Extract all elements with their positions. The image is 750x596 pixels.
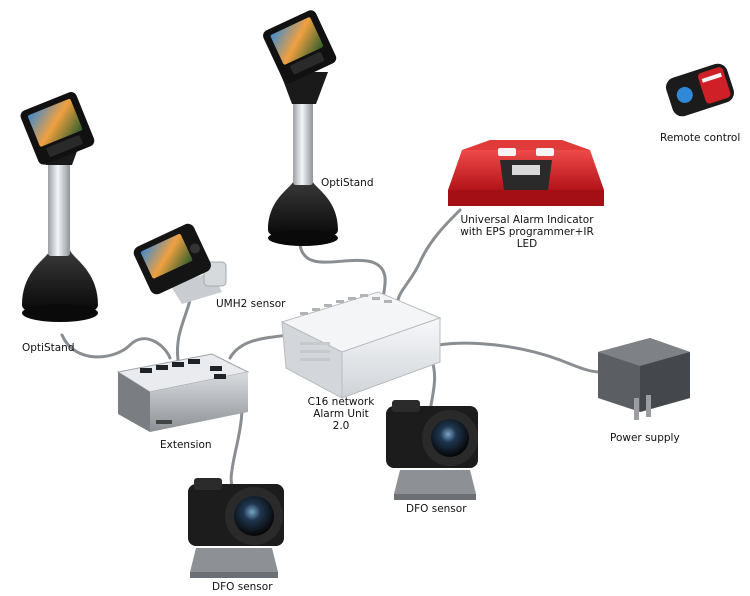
c16-alarm-unit xyxy=(280,291,442,399)
label-remote-control: Remote control xyxy=(660,132,741,144)
label-alarm-indicator-line3: LED xyxy=(516,238,538,250)
cable-extension-to-c16 xyxy=(228,333,292,360)
label-c16-line3: 2.0 xyxy=(332,420,350,432)
cable-optistand-top-to-c16 xyxy=(298,243,387,300)
cable-alarm-indicator-to-c16 xyxy=(396,208,462,302)
cable-optistand-left-to-extension xyxy=(60,333,172,360)
label-optistand-top: OptiStand xyxy=(321,177,374,189)
umh2-sensor-device xyxy=(133,223,227,304)
dfo-sensor-camera-bottom xyxy=(188,478,284,578)
extension-unit xyxy=(116,353,250,432)
label-alarm-indicator-line2: with EPS programmer+IR xyxy=(460,226,594,238)
optistand-left xyxy=(20,92,98,322)
label-alarm-indicator-line1: Universal Alarm Indicator xyxy=(460,214,594,226)
label-dfo-sensor-right: DFO sensor xyxy=(406,503,467,515)
label-power-supply: Power supply xyxy=(610,432,680,444)
power-supply-device xyxy=(598,338,690,420)
cable-umh2-to-extension xyxy=(175,298,192,362)
label-universal-alarm-indicator: Universal Alarm Indicator with EPS progr… xyxy=(444,214,610,250)
label-c16-line2: Alarm Unit xyxy=(313,408,369,420)
optistand-top xyxy=(263,10,338,246)
cables xyxy=(60,208,602,494)
cable-c16-to-dfo-right xyxy=(428,358,437,414)
remote-control-device xyxy=(665,63,735,117)
dfo-sensor-camera-right xyxy=(386,400,478,500)
cable-c16-to-power-supply xyxy=(436,341,602,374)
label-dfo-sensor-bottom: DFO sensor xyxy=(212,581,273,593)
label-extension: Extension xyxy=(160,439,212,451)
label-c16-line1: C16 network xyxy=(307,396,375,408)
label-umh2-sensor: UMH2 sensor xyxy=(216,298,286,310)
universal-alarm-indicator-device xyxy=(448,140,604,206)
label-optistand-left: OptiStand xyxy=(22,342,75,354)
label-c16-alarm-unit: C16 network Alarm Unit 2.0 xyxy=(298,396,384,432)
